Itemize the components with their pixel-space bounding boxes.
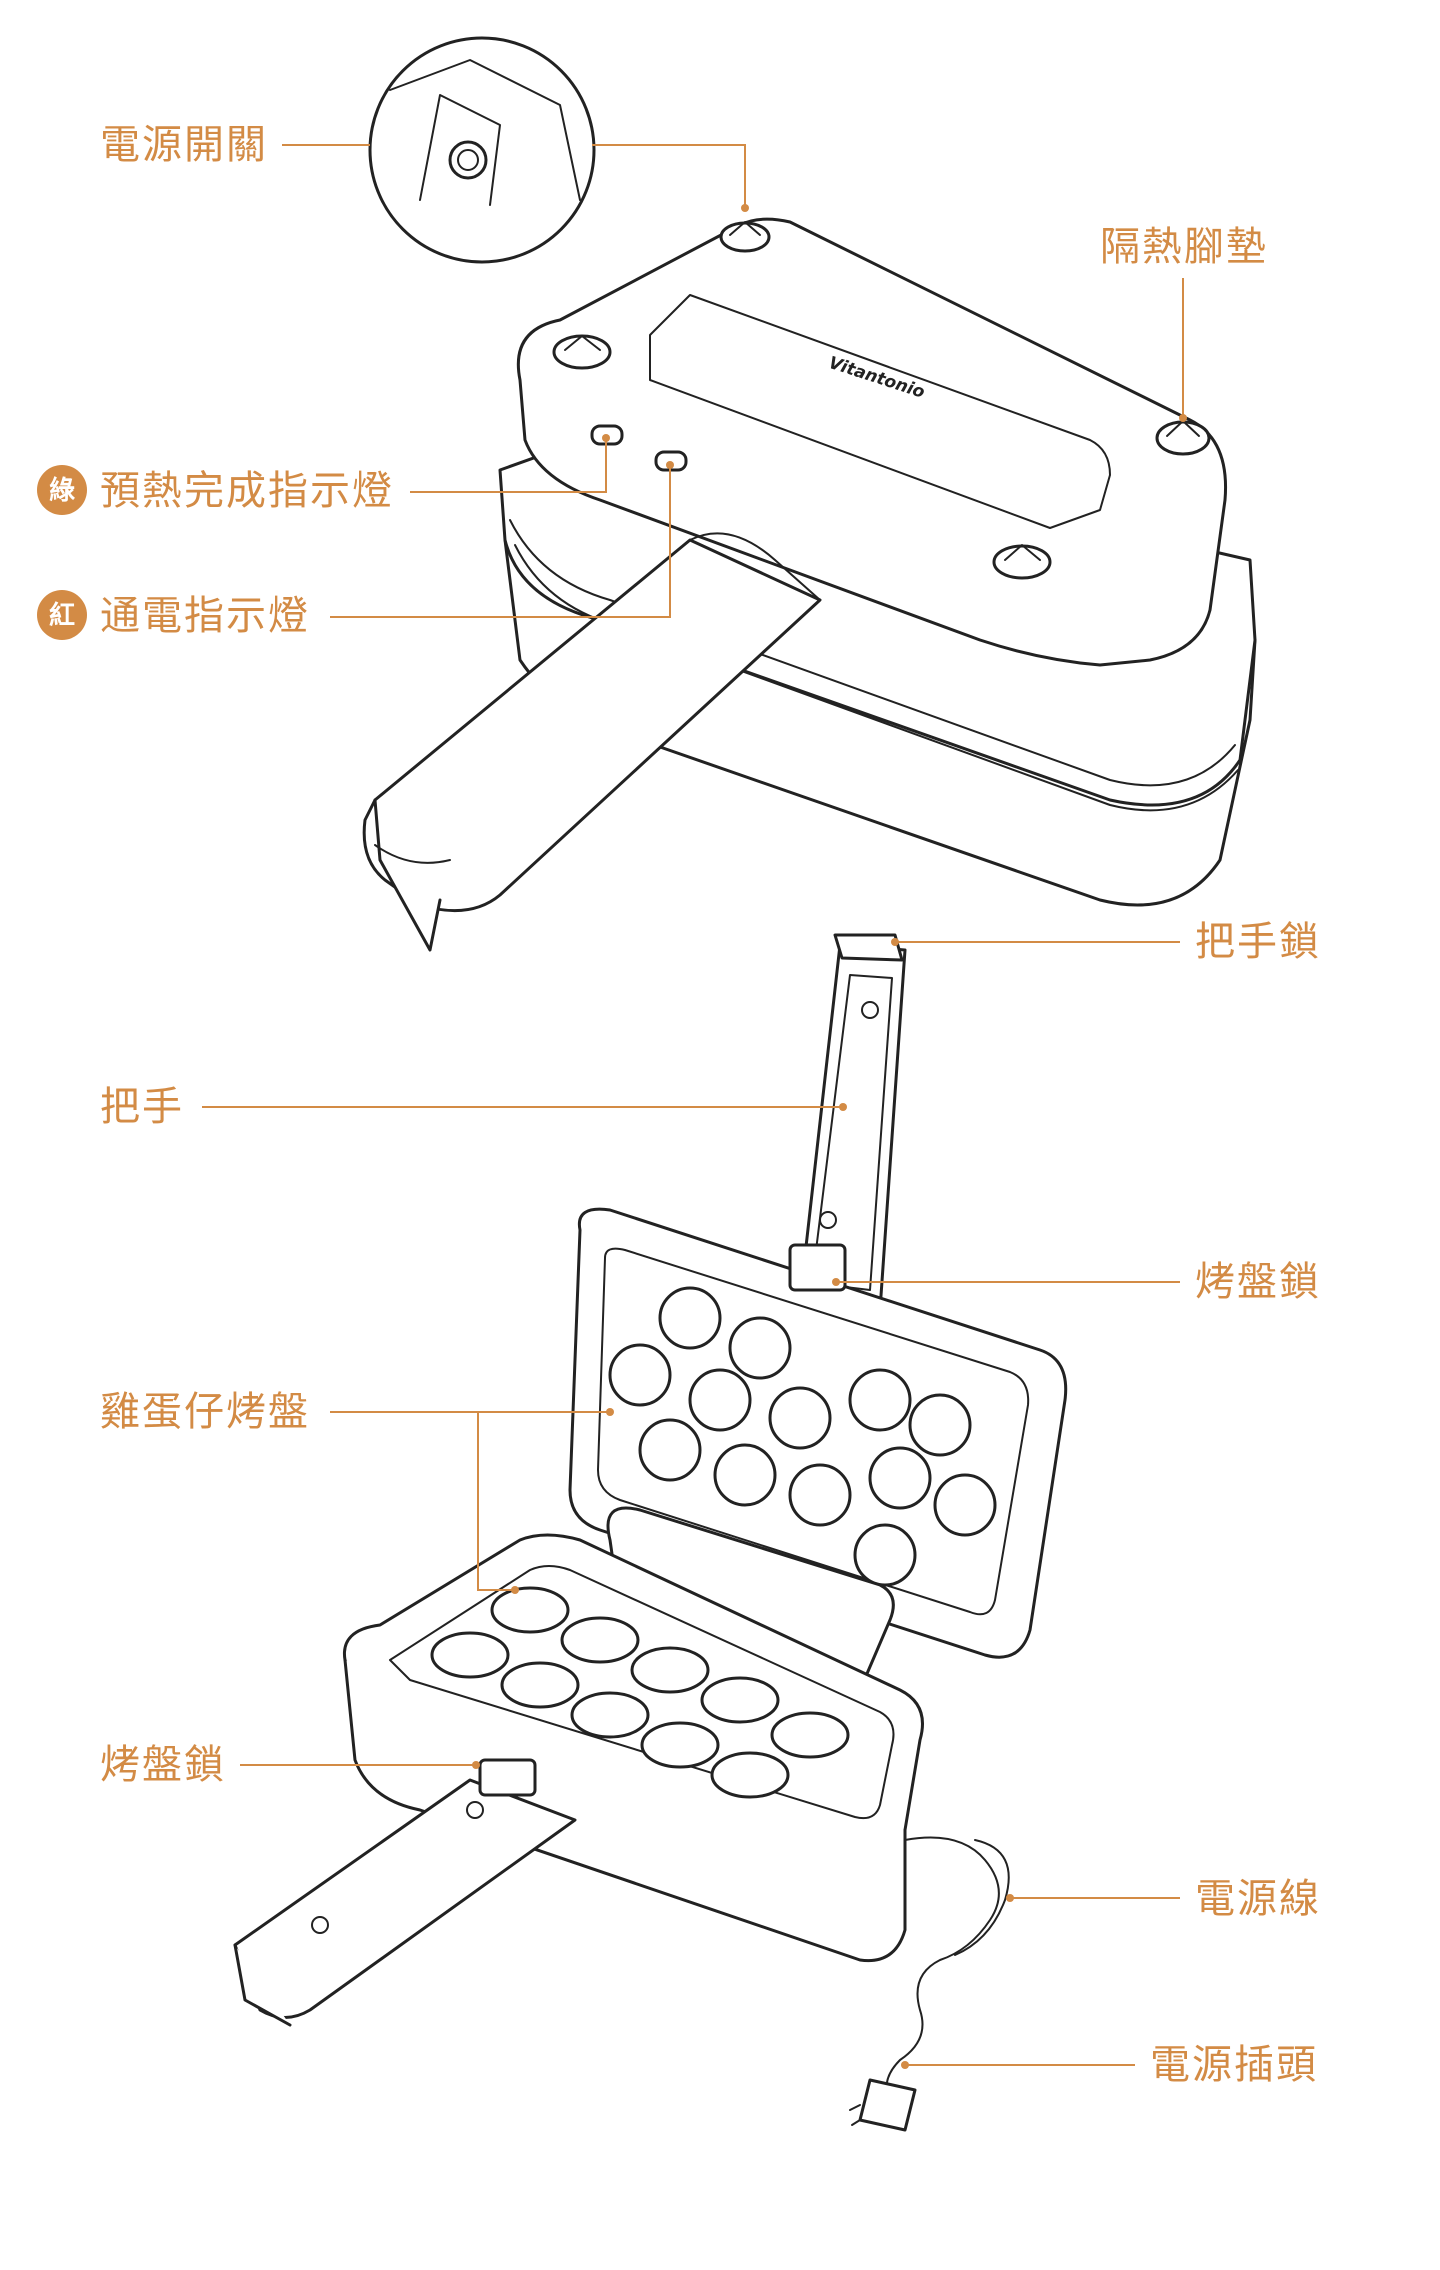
callout-handle-lock: 把手鎖	[891, 919, 1321, 965]
lower-plate-lock	[480, 1760, 535, 1795]
handle-lock-latch	[835, 935, 902, 960]
label-power-switch: 電源開關	[100, 122, 268, 168]
label-power-plug: 電源插頭	[1150, 2042, 1318, 2088]
open-appliance-illustration	[235, 935, 1066, 2130]
label-preheat-indicator: 預熱完成指示燈	[100, 468, 394, 514]
label-handle-lock: 把手鎖	[1195, 919, 1321, 965]
callout-plate-lock-upper: 烤盤鎖	[832, 1259, 1321, 1305]
badge-green-text: 綠	[49, 475, 75, 506]
callout-power-plug: 電源插頭	[901, 2042, 1318, 2088]
label-egg-plate: 雞蛋仔烤盤	[100, 1389, 310, 1435]
label-handle: 把手	[100, 1084, 184, 1130]
power-plug-shape	[860, 2080, 915, 2130]
label-power-cord: 電源線	[1195, 1876, 1321, 1922]
label-heat-pad: 隔熱腳墊	[1100, 224, 1268, 270]
callout-handle: 把手	[100, 1084, 847, 1130]
closed-appliance-illustration: Vitantonio	[364, 38, 1255, 950]
label-power-indicator: 通電指示燈	[100, 593, 310, 639]
label-plate-lock-lower: 烤盤鎖	[100, 1742, 226, 1788]
badge-red-text: 紅	[49, 601, 75, 631]
label-plate-lock-upper: 烤盤鎖	[1195, 1259, 1321, 1305]
callout-power-cord: 電源線	[1006, 1876, 1321, 1922]
